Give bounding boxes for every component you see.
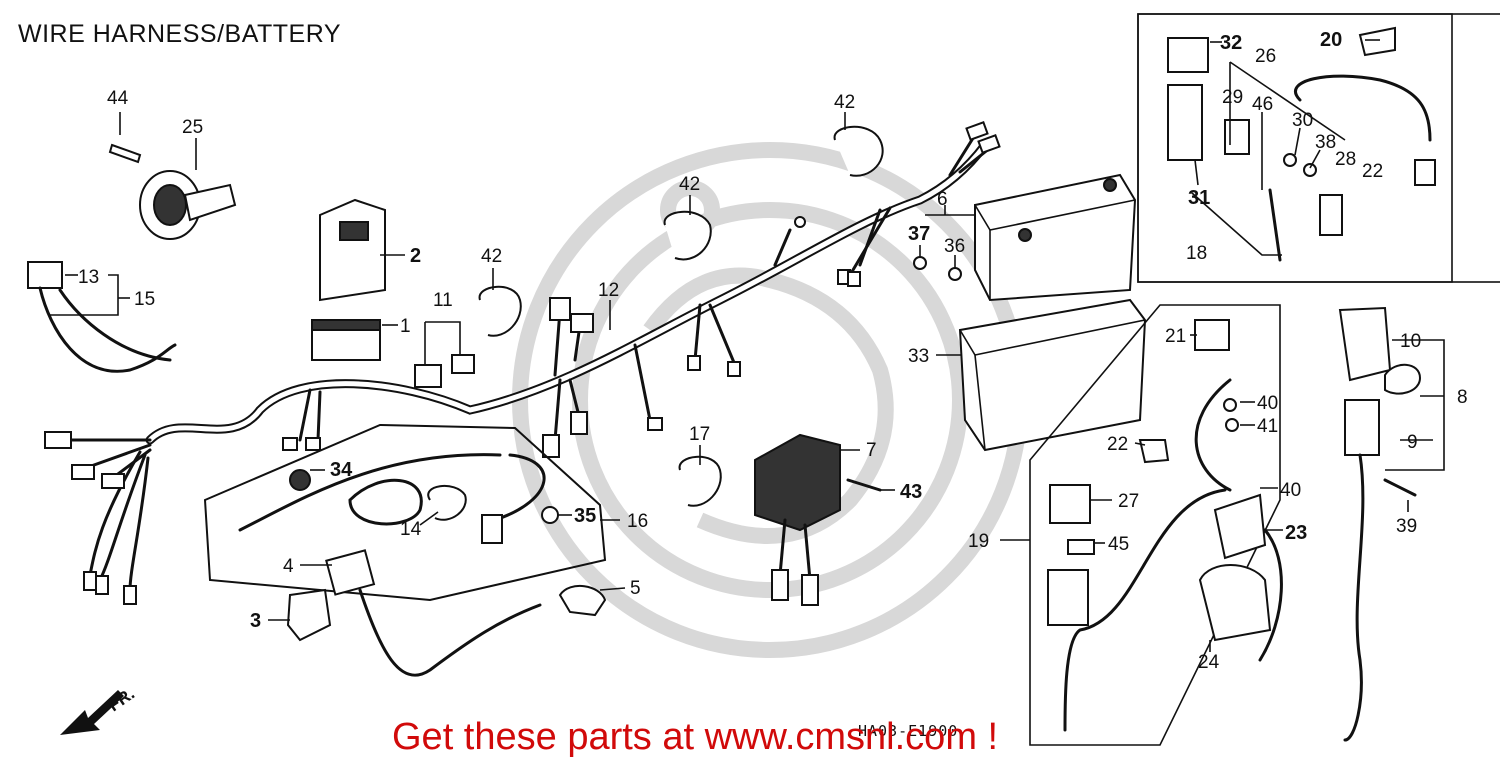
watermark-logo — [512, 142, 1028, 658]
main-wire-harness[interactable] — [44, 121, 1001, 605]
callout-20: 20 — [1320, 29, 1342, 51]
callout-30: 30 — [1292, 110, 1313, 131]
callout-42-c: 42 — [481, 246, 502, 267]
callout-32: 32 — [1220, 32, 1242, 54]
inset-box — [1137, 13, 1500, 283]
callout-36: 36 — [944, 236, 965, 257]
callout-42-a: 42 — [834, 92, 855, 113]
callout-15: 15 — [134, 289, 155, 310]
callout-10: 10 — [1400, 331, 1421, 352]
regulator-rectifier[interactable] — [754, 433, 882, 606]
brake-switch[interactable] — [1338, 306, 1422, 742]
callout-29: 29 — [1222, 87, 1243, 108]
callout-1: 1 — [400, 316, 411, 337]
diagram-title: WIRE HARNESS/BATTERY — [18, 20, 342, 48]
callout-27: 27 — [1118, 491, 1139, 512]
callout-11: 11 — [433, 290, 453, 311]
front-arrow-icon — [60, 690, 124, 735]
callout-26: 26 — [1255, 46, 1276, 67]
callout-22-a: 22 — [1362, 161, 1383, 182]
callout-9: 9 — [1407, 432, 1418, 453]
leader-lines — [48, 39, 1445, 652]
callout-46: 46 — [1252, 94, 1273, 115]
callout-22-b: 22 — [1107, 434, 1128, 455]
relay-unit[interactable] — [311, 319, 381, 361]
callout-3: 3 — [250, 610, 261, 632]
callout-39: 39 — [1396, 516, 1417, 537]
callout-40-a: 40 — [1257, 393, 1278, 414]
callout-16: 16 — [627, 511, 648, 532]
callout-40-b: 40 — [1280, 480, 1301, 501]
callout-42-b: 42 — [679, 174, 700, 195]
callout-2: 2 — [410, 245, 421, 267]
callout-12: 12 — [598, 280, 619, 301]
callout-44: 44 — [107, 88, 129, 109]
callout-38: 38 — [1315, 132, 1336, 153]
starter-harness[interactable] — [1029, 304, 1283, 746]
ignition-unit[interactable] — [319, 198, 386, 302]
callout-4: 4 — [283, 556, 294, 577]
callout-5: 5 — [630, 578, 641, 599]
sensor-wire[interactable] — [27, 261, 177, 373]
callout-43: 43 — [900, 481, 922, 503]
callout-labels: 44 25 2 13 15 11 1 42 42 42 12 6 37 36 3… — [78, 29, 1468, 673]
callout-21: 21 — [1165, 326, 1186, 347]
callout-33: 33 — [908, 346, 929, 367]
battery-case[interactable] — [958, 298, 1147, 452]
callout-35: 35 — [574, 505, 596, 527]
switch-cable[interactable] — [286, 549, 607, 677]
callout-31: 31 — [1188, 187, 1210, 209]
horn[interactable] — [108, 143, 237, 240]
callout-14: 14 — [400, 519, 422, 540]
callout-19: 19 — [968, 531, 989, 552]
callout-23: 23 — [1285, 522, 1307, 544]
callout-25: 25 — [182, 117, 203, 138]
battery[interactable] — [974, 173, 1137, 302]
callout-8: 8 — [1457, 387, 1468, 408]
callout-6: 6 — [937, 189, 948, 210]
diagram-code: HA03-E1900 — [858, 722, 959, 740]
clamps[interactable] — [478, 125, 884, 507]
callout-37: 37 — [908, 223, 930, 245]
callout-41: 41 — [1257, 416, 1278, 437]
sub-harness[interactable] — [203, 423, 607, 602]
callout-13: 13 — [78, 267, 99, 288]
callout-7: 7 — [866, 440, 877, 461]
callout-28: 28 — [1335, 149, 1356, 170]
connectors[interactable] — [414, 354, 475, 388]
cmsnl-ad-link[interactable]: Get these parts at www.cmsnl.com ! — [392, 716, 999, 758]
callout-34: 34 — [330, 459, 353, 481]
callout-17: 17 — [689, 424, 710, 445]
callout-18: 18 — [1186, 243, 1207, 264]
callout-45: 45 — [1108, 534, 1129, 555]
callout-24: 24 — [1198, 652, 1220, 673]
